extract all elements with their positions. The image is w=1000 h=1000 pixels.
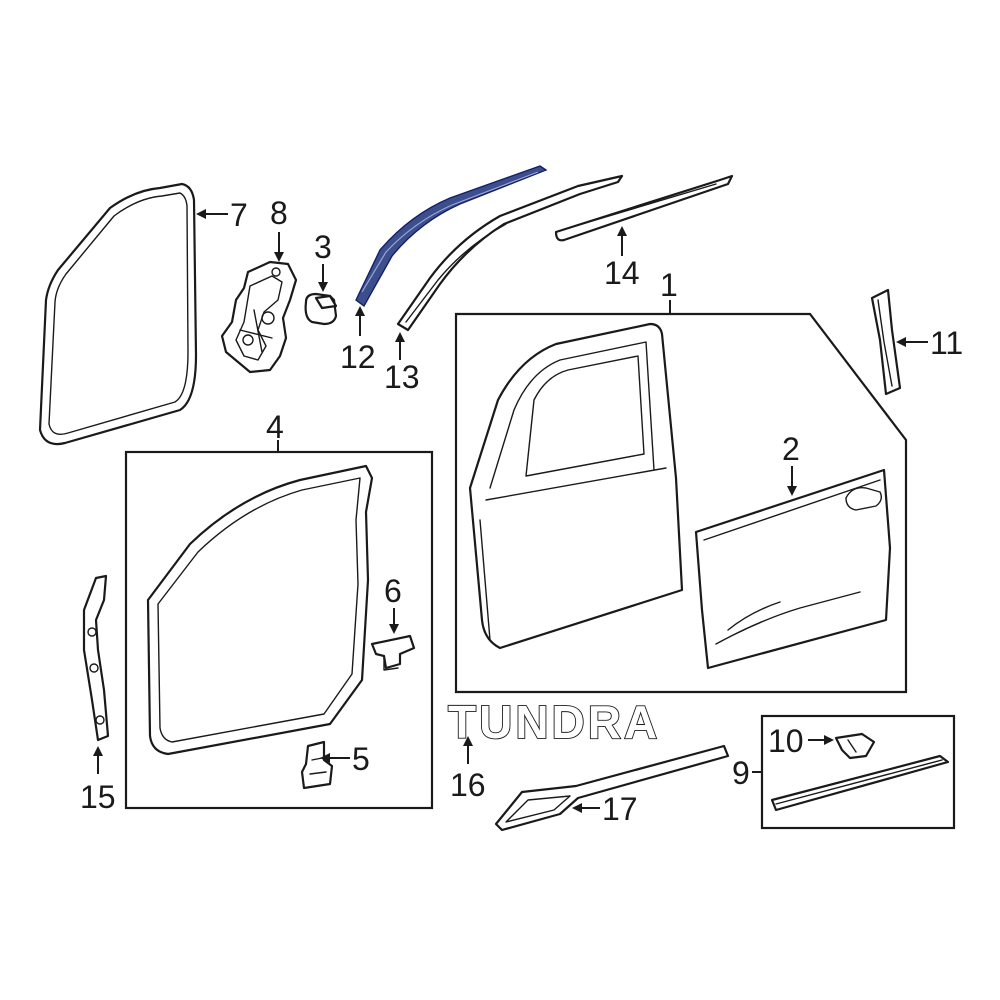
part-7-weatherstrip[interactable] [38, 182, 198, 446]
part-9-side-molding[interactable] [770, 754, 950, 812]
part-11-pillar-garnish[interactable] [870, 288, 902, 396]
part-8-door-lock[interactable] [220, 260, 298, 374]
callout-11-leader [896, 337, 928, 347]
part-5-clip[interactable] [300, 740, 334, 790]
callout-3: 3 [314, 229, 332, 265]
callout-11: 11 [930, 325, 963, 361]
callout-8: 8 [270, 195, 288, 231]
callout-15-leader [93, 746, 103, 774]
part-17-lower-molding[interactable] [494, 744, 730, 832]
callout-13: 13 [384, 359, 420, 395]
callout-7: 7 [230, 197, 248, 233]
part-1-door-shell[interactable] [468, 322, 684, 650]
callout-4: 4 [266, 409, 284, 445]
emblem-text: TUNDRA [448, 696, 660, 748]
part-16-emblem[interactable]: TUNDRA [447, 695, 660, 749]
callout-14: 14 [604, 255, 640, 291]
callout-12: 12 [340, 339, 376, 375]
part-1-group-box [454, 312, 908, 694]
callout-16: 16 [450, 767, 486, 803]
part-6-clip[interactable] [370, 634, 416, 671]
callout-2-leader [787, 466, 797, 496]
part-13-frame-molding[interactable] [396, 174, 624, 332]
callout-1: 1 [660, 267, 678, 303]
callout-3-leader [318, 264, 328, 292]
callout-8-leader [274, 232, 284, 262]
callout-10-leader [808, 735, 834, 745]
part-3-cushion[interactable] [304, 292, 338, 326]
part-4-group-box [124, 450, 434, 810]
callout-17-leader [572, 803, 600, 813]
callout-12-leader [355, 306, 365, 336]
callout-7-leader [196, 209, 228, 219]
part-10-clip[interactable] [834, 732, 876, 760]
callout-9: 9 [732, 755, 750, 791]
callout-10: 10 [768, 723, 804, 759]
callout-16-leader [463, 736, 473, 764]
callout-2: 2 [782, 431, 800, 467]
callout-5-leader [320, 753, 350, 763]
part-14-belt-molding[interactable] [554, 174, 734, 242]
callout-17: 17 [602, 791, 638, 827]
callout-6: 6 [384, 573, 402, 609]
callout-6-leader [389, 608, 399, 634]
callout-5: 5 [352, 741, 370, 777]
callout-15: 15 [80, 779, 116, 815]
callout-14-leader [617, 226, 627, 256]
part-2-outer-panel[interactable] [694, 468, 892, 670]
part-15-hinge-garnish[interactable] [82, 574, 110, 742]
part-4-door-weatherstrip[interactable] [146, 464, 374, 756]
callout-13-leader [395, 332, 405, 360]
part-12-upper-molding[interactable] [355, 165, 548, 308]
